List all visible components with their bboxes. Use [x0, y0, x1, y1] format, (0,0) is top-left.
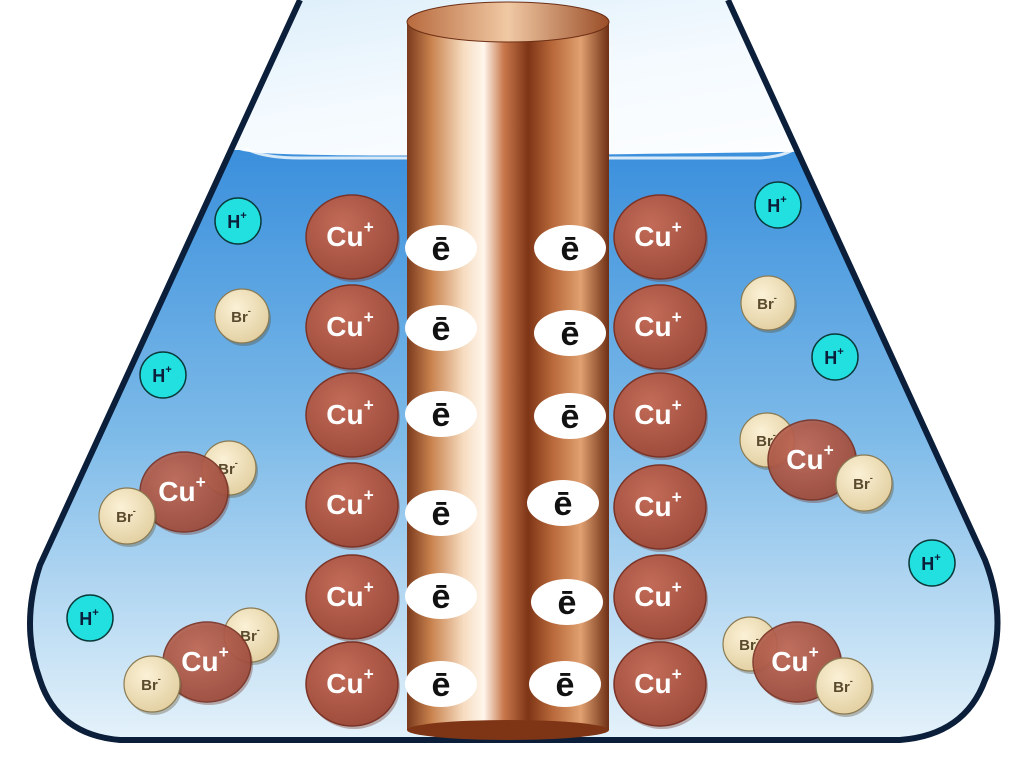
br-ion-label: Br-: [756, 430, 776, 450]
electron-label: ē: [432, 396, 451, 434]
cu-ion-label: Cu+: [634, 394, 681, 430]
cu-ion: Cu+: [305, 194, 400, 282]
br-ion-label: Br-: [141, 674, 161, 694]
electron-label: ē: [432, 495, 451, 533]
br-ion: Br-: [835, 454, 894, 514]
h-ion-label: H+: [824, 346, 844, 368]
br-ion: Br-: [740, 275, 797, 333]
electron: ē: [405, 305, 477, 351]
cu-ion-label: Cu+: [158, 471, 205, 507]
h-ion: H+: [908, 539, 956, 587]
cu-ion: Cu+: [613, 284, 708, 372]
electron: ē: [405, 225, 477, 271]
electron: ē: [527, 480, 599, 526]
electron: ē: [531, 579, 603, 625]
ions-layer: Cu+ Cu+ Cu+ Cu+ Cu+ Cu+ Cu+ Cu+ Cu+ Cu+ Cu+ Cu+ ē ē ē ē…: [66, 181, 956, 729]
cu-ion: Cu+: [613, 464, 708, 552]
electron-label: ē: [561, 230, 580, 268]
br-ion-label: Br-: [853, 473, 873, 493]
cu-ion-label: Cu+: [634, 486, 681, 522]
br-ion: Br-: [214, 288, 271, 346]
h-ion: H+: [811, 333, 859, 381]
electron-label: ē: [561, 398, 580, 436]
br-ion-label: Br-: [231, 306, 251, 326]
cu-ion: Cu+: [305, 372, 400, 460]
electron-label: ē: [432, 578, 451, 616]
br-ion: Br-: [815, 657, 874, 717]
h-ion: H+: [214, 197, 262, 245]
cu-ion-label: Cu+: [634, 663, 681, 699]
electron: ē: [405, 661, 477, 707]
electron-label: ē: [554, 485, 573, 523]
cu-ion: Cu+: [139, 451, 230, 535]
cu-ion-label: Cu+: [634, 306, 681, 342]
electron: ē: [405, 573, 477, 619]
h-ion: H+: [139, 351, 187, 399]
h-ion-label: H+: [79, 607, 99, 629]
cu-ion-label: Cu+: [786, 439, 833, 475]
cu-ion: Cu+: [613, 554, 708, 642]
cu-ion: Cu+: [305, 554, 400, 642]
electron: ē: [534, 310, 606, 356]
electron-label: ē: [432, 310, 451, 348]
electron-label: ē: [432, 230, 451, 268]
cu-ion-label: Cu+: [771, 641, 818, 677]
electron: ē: [529, 661, 601, 707]
cu-ion: Cu+: [613, 372, 708, 460]
cu-ion-label: Cu+: [326, 576, 373, 612]
br-ion: Br-: [123, 655, 182, 715]
cu-ion: Cu+: [162, 621, 253, 705]
br-ion-label: Br-: [833, 676, 853, 696]
br-ion-label: Br-: [739, 634, 759, 654]
h-ion-label: H+: [921, 552, 941, 574]
electron: ē: [405, 490, 477, 536]
cu-ion: Cu+: [613, 194, 708, 282]
h-ion: H+: [754, 181, 802, 229]
electron-label: ē: [561, 315, 580, 353]
br-ion-label: Br-: [116, 506, 136, 526]
h-ion-label: H+: [152, 364, 172, 386]
electron: ē: [534, 225, 606, 271]
electron: ē: [405, 391, 477, 437]
cu-ion: Cu+: [613, 641, 708, 729]
cu-ion-label: Cu+: [326, 484, 373, 520]
cu-ion-label: Cu+: [326, 216, 373, 252]
cu-ion: Cu+: [305, 462, 400, 550]
electron: ē: [534, 393, 606, 439]
cu-ion-label: Cu+: [634, 576, 681, 612]
br-ion-label: Br-: [757, 293, 777, 313]
cu-ion-label: Cu+: [181, 641, 228, 677]
cu-ion-label: Cu+: [326, 394, 373, 430]
electron-label: ē: [556, 666, 575, 704]
cu-ion: Cu+: [305, 284, 400, 372]
h-ion-label: H+: [767, 194, 787, 216]
electron-label: ē: [432, 666, 451, 704]
flask-outline: [27, 0, 1001, 743]
copper-electrode: [406, 1, 610, 740]
cu-ion: Cu+: [305, 641, 400, 729]
cu-ion-label: Cu+: [634, 216, 681, 252]
h-ion: H+: [66, 594, 114, 642]
cu-ion-label: Cu+: [326, 306, 373, 342]
h-ion-label: H+: [227, 210, 247, 232]
electron-label: ē: [558, 584, 577, 622]
cu-ion-label: Cu+: [326, 663, 373, 699]
br-ion: Br-: [98, 487, 157, 547]
